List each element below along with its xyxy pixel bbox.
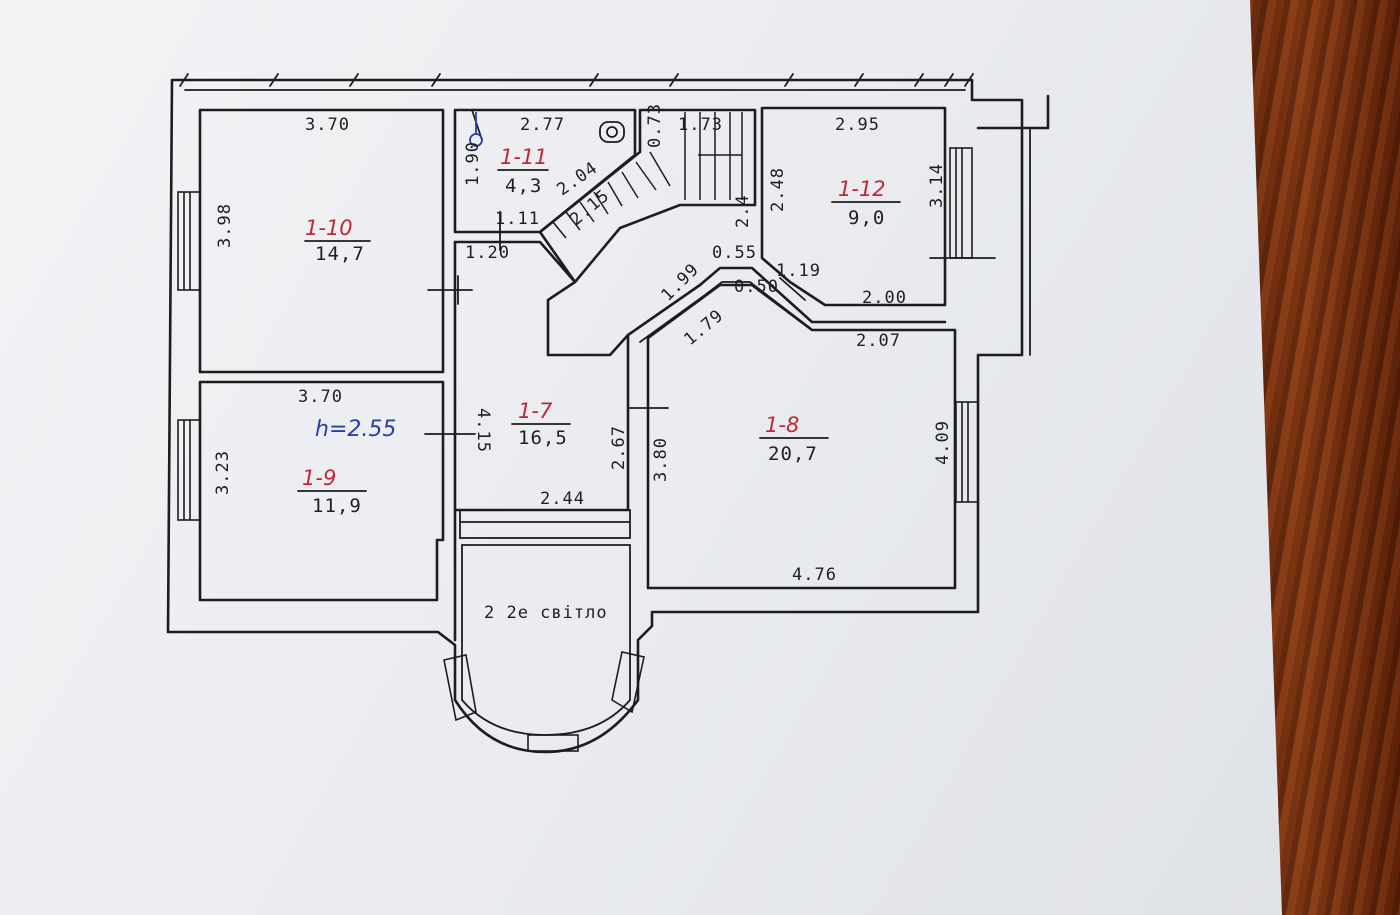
dim-r10-height: 3.98 — [215, 203, 235, 248]
dim-r10-width: 3.70 — [305, 115, 350, 135]
dim-hall-top: 1.20 — [465, 243, 510, 263]
staircase — [538, 108, 757, 284]
dim-r11-height: 1.90 — [463, 141, 483, 186]
dim-r9-width: 3.70 — [298, 387, 343, 407]
second-light-label: 2 2е світло — [484, 603, 608, 623]
dim-hall-267: 2.67 — [609, 425, 629, 470]
dim-stair-top: 0.73 — [645, 103, 665, 148]
dim-hall-244: 2.44 — [540, 489, 585, 509]
room-label-1-8: 1-8 — [765, 413, 799, 437]
dim-179: 1.79 — [680, 306, 727, 350]
dim-055: 0.55 — [712, 243, 757, 263]
room-label-1-7: 1-7 — [518, 399, 553, 423]
room-area-1-11: 4,3 — [505, 175, 542, 197]
dim-r11-small: 1.11 — [495, 209, 540, 229]
room-area-1-9: 11,9 — [312, 495, 362, 517]
dim-r12-diag: 1.19 — [776, 261, 821, 281]
dim-r12-width: 2.95 — [835, 115, 880, 135]
room-1-12 — [760, 106, 947, 307]
dim-r8-top: 2.07 — [856, 331, 901, 351]
room-1-9 — [198, 380, 445, 602]
room-1-8 — [646, 283, 957, 590]
wall-ticks — [179, 73, 974, 87]
room-area-1-12: 9,0 — [848, 207, 885, 229]
dim-r12-right: 3.14 — [927, 163, 947, 208]
outer-wall — [166, 78, 1024, 754]
room-label-1-9: 1-9 — [302, 466, 336, 490]
dim-r9-height: 3.23 — [213, 450, 233, 495]
hall-partition — [459, 509, 631, 539]
room-label-1-12: 1-12 — [838, 177, 886, 201]
dim-r12-left: 2.48 — [768, 167, 788, 212]
room-label-1-11: 1-11 — [500, 145, 548, 169]
room-area-1-10: 14,7 — [315, 243, 365, 265]
second-light-void — [461, 544, 631, 736]
dim-r12-bottom: 2.00 — [862, 288, 907, 308]
room-1-7 — [453, 240, 630, 512]
dim-r12-small: 2.4 — [733, 194, 753, 228]
balcony — [976, 94, 1050, 130]
dim-stair-len: 1.73 — [678, 115, 723, 135]
ceiling-height: h=2.55 — [315, 417, 396, 442]
dim-r8-right: 4.09 — [933, 420, 953, 465]
room-area-1-8: 20,7 — [768, 443, 818, 465]
dim-r8-bottom: 4.76 — [792, 565, 837, 585]
windows — [177, 147, 979, 752]
room-label-1-10: 1-10 — [305, 216, 353, 240]
dim-050: 0.50 — [734, 277, 779, 297]
corridor-wall — [626, 266, 947, 337]
dim-r11-width: 2.77 — [520, 115, 565, 135]
dim-r8-left: 3.80 — [651, 437, 671, 482]
room-area-1-7: 16,5 — [518, 427, 568, 449]
stair-steps — [552, 112, 743, 239]
dim-hall-len: 4.15 — [473, 408, 493, 453]
